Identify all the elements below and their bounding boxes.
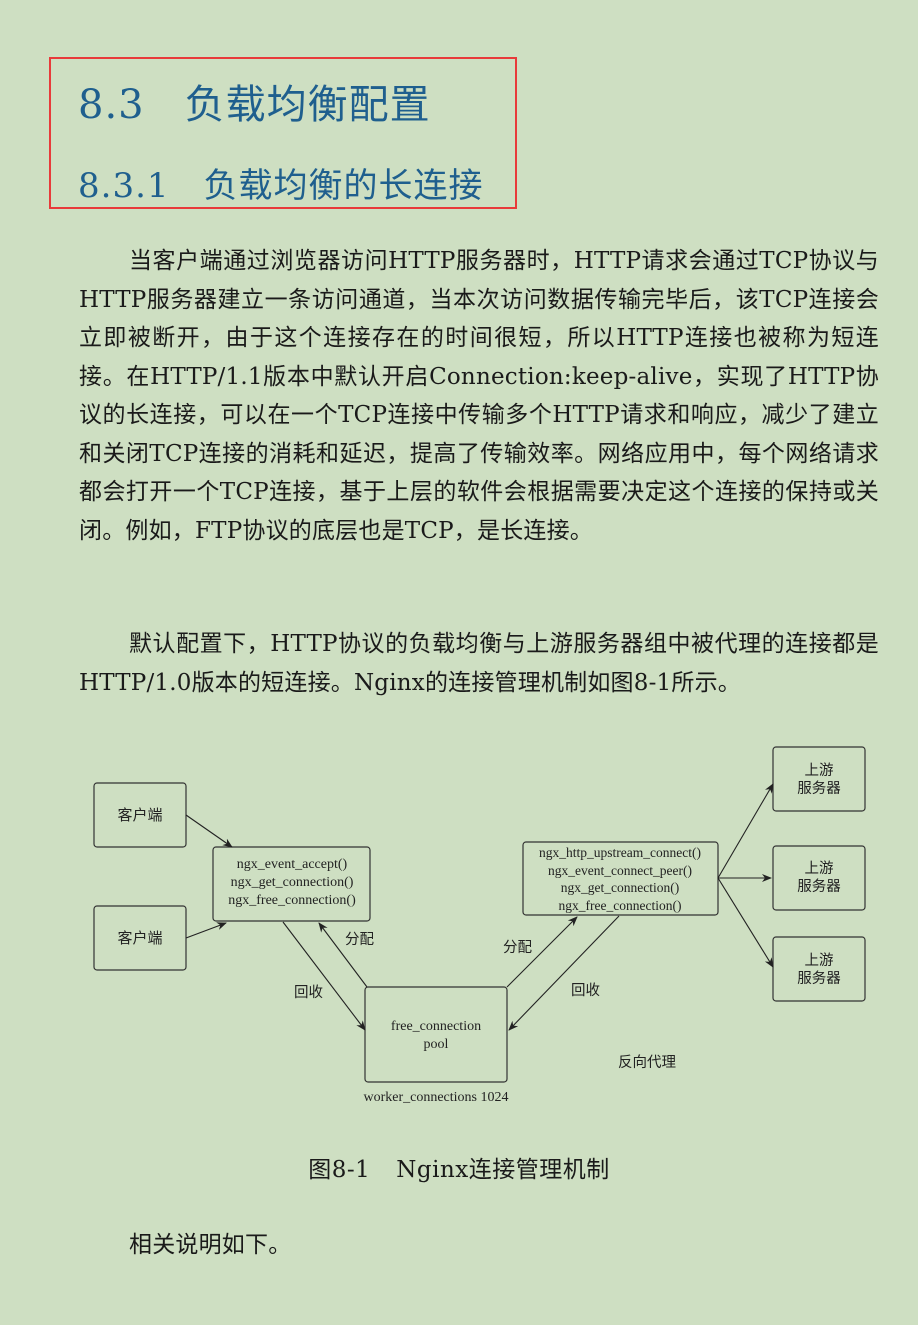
svg-text:pool: pool [424,1037,449,1052]
subsection-heading: 8.3.1 负载均衡的长连接 [78,158,484,207]
label-allocate-left: 分配 [345,931,374,948]
svg-text:ngx_free_connection(): ngx_free_connection() [228,893,356,908]
label-recycle-right: 回收 [571,982,600,999]
svg-text:free_connection: free_connection [391,1019,481,1034]
paragraph-default-config: 默认配置下，HTTP协议的负载均衡与上游服务器组中被代理的连接都是HTTP/1.… [79,631,879,696]
svg-text:服务器: 服务器 [797,970,841,987]
upstream-functions-box: ngx_http_upstream_connect() ngx_event_co… [522,841,719,916]
figure-title: Nginx连接管理机制 [396,1157,610,1183]
svg-text:ngx_event_accept(): ngx_event_accept() [237,857,348,872]
svg-text:ngx_free_connection(): ngx_free_connection() [559,898,682,913]
svg-text:客户端: 客户端 [117,930,162,947]
figure-nginx-connection-diagram: 客户端 客户端 ngx_event_accept() ngx_get_conne… [0,730,918,1120]
svg-text:服务器: 服务器 [797,878,841,895]
figure-number: 图8-1 [308,1157,371,1183]
paragraph-long-connection: 当客户端通过浏览器访问HTTP服务器时，HTTP请求会通过TCP协议与HTTP服… [79,248,879,544]
upstream-server-box-1: 上游 服务器 [772,746,866,812]
svg-text:ngx_get_connection(): ngx_get_connection() [561,880,679,895]
client-box-2: 客户端 [93,905,187,971]
client-box-1: 客户端 [93,782,187,848]
section-number: 8.3 [78,82,145,128]
svg-text:ngx_event_connect_peer(): ngx_event_connect_peer() [548,863,692,878]
svg-text:客户端: 客户端 [117,807,162,824]
pool-caption: worker_connections 1024 [363,1090,508,1105]
upstream-server-box-2: 上游 服务器 [772,845,866,911]
svg-text:上游: 上游 [805,952,834,969]
svg-text:上游: 上游 [805,860,834,877]
figure-caption: 图8-1 Nginx连接管理机制 [0,1150,918,1184]
paragraph-related-notes: 相关说明如下。 [129,1232,292,1258]
upstream-server-box-3: 上游 服务器 [772,936,866,1002]
section-title: 负载均衡配置 [184,82,431,128]
label-allocate-right: 分配 [503,939,532,956]
subsection-number: 8.3.1 [78,166,170,206]
section-heading: 8.3 负载均衡配置 [78,72,431,130]
svg-text:上游: 上游 [805,762,834,779]
subsection-title: 负载均衡的长连接 [203,166,484,206]
connection-pool-box: free_connection pool worker_connections … [363,986,509,1105]
accept-functions-box: ngx_event_accept() ngx_get_connection() … [212,846,371,922]
svg-text:服务器: 服务器 [797,780,841,797]
diagram-arrows [185,783,774,1031]
label-reverse-proxy: 反向代理 [618,1054,676,1071]
svg-text:ngx_http_upstream_connect(): ngx_http_upstream_connect() [539,845,701,860]
heading-highlight-box [49,57,517,209]
label-recycle-left: 回收 [294,984,323,1001]
svg-text:ngx_get_connection(): ngx_get_connection() [231,875,354,890]
